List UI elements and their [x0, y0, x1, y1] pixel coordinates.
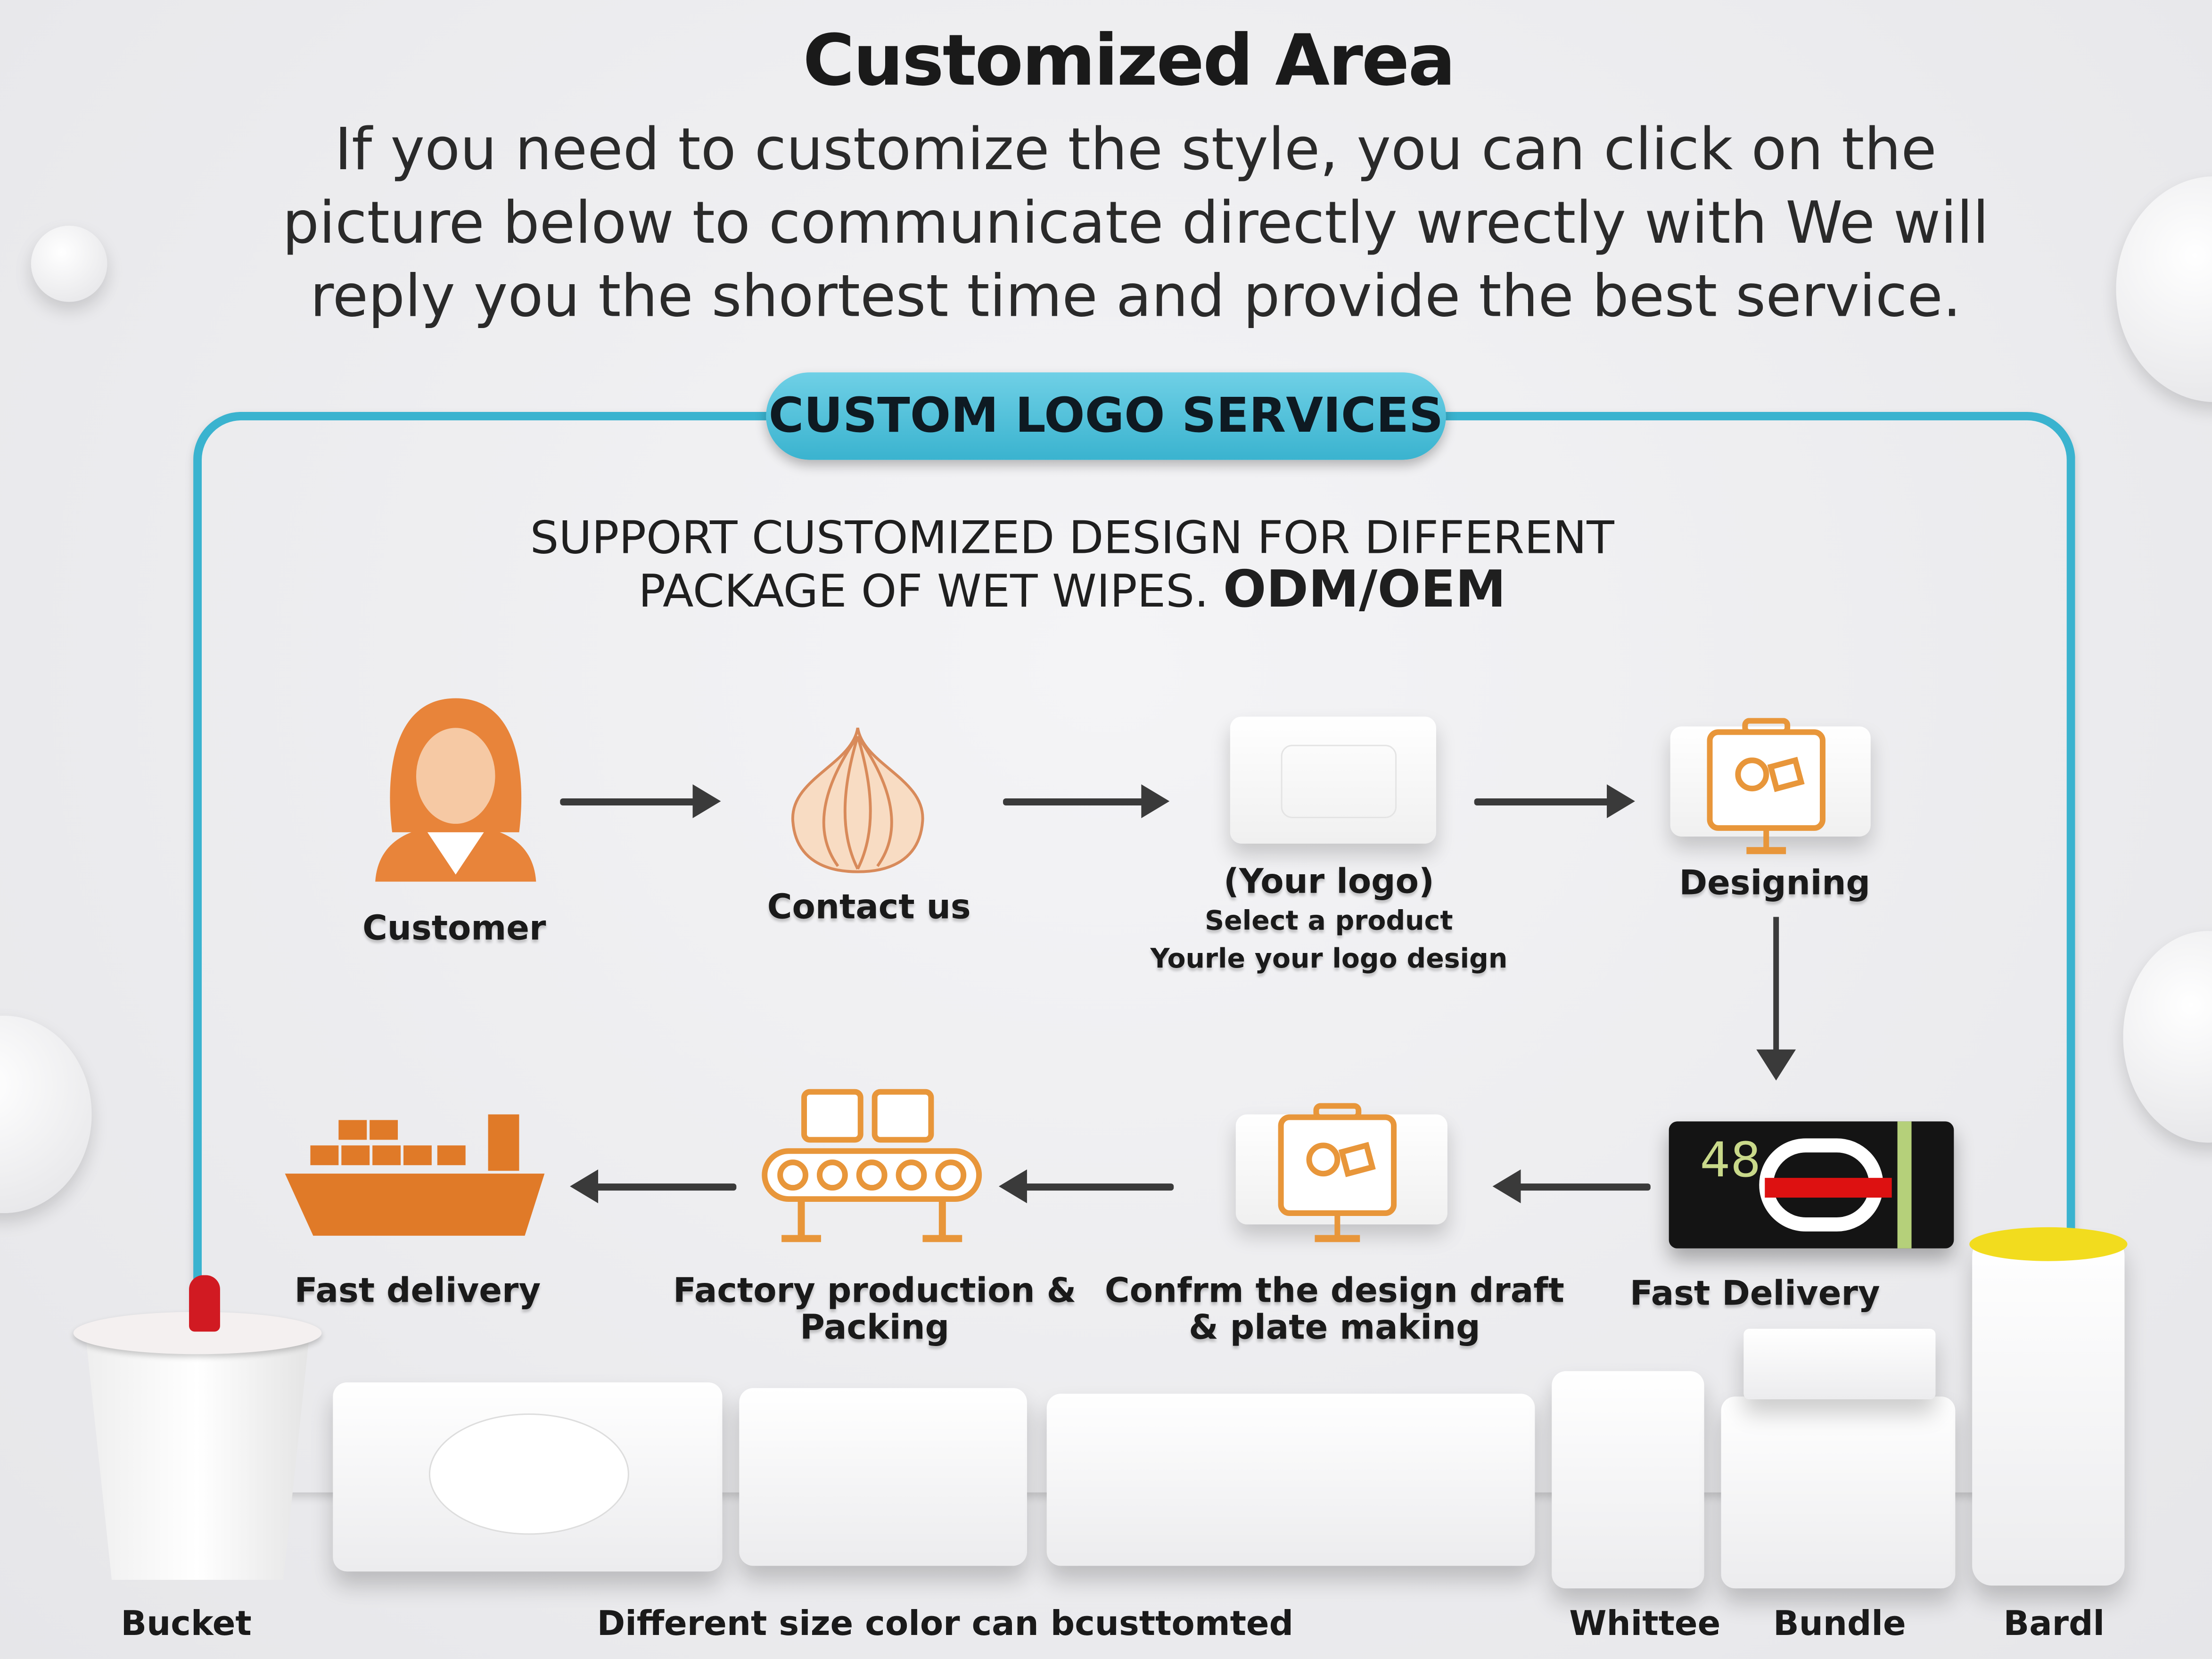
factory-conveyor-icon: [762, 1089, 982, 1242]
pack-logo-band: [1765, 1178, 1892, 1198]
bucket-wipe-tip: [189, 1275, 220, 1332]
pack-stripe: [1897, 1121, 1912, 1248]
decor-bubble: [31, 225, 107, 302]
page-subtitle[interactable]: If you need to customize the style, you …: [282, 115, 1989, 330]
odm-oem-label: ODM/OEM: [1223, 561, 1506, 619]
monitor-icon: [1278, 1103, 1397, 1242]
arrow-left-icon: [570, 1169, 737, 1204]
product-bardl-label: Bardl: [2003, 1604, 2105, 1643]
arrow-down-icon: [1756, 917, 1796, 1081]
confirm-line-2: & plate making: [1189, 1307, 1480, 1347]
cargo-ship-icon: [285, 1114, 545, 1236]
confirm-line-1: Confrm the design draft: [1104, 1271, 1564, 1311]
step-contact-label[interactable]: Contact us: [767, 887, 971, 927]
canister-product[interactable]: [1969, 1227, 2128, 1586]
page-title: Customized Area: [803, 19, 1455, 102]
onion-contact-icon: [791, 727, 924, 873]
black-wipes-pack-icon: 48: [1669, 1121, 1954, 1248]
large-wipes-pack[interactable]: [333, 1382, 723, 1572]
arrow-right-icon: [1474, 784, 1635, 818]
bundle-hanger: [1743, 1329, 1936, 1400]
medium-wipes-pack[interactable]: [739, 1388, 1027, 1566]
select-product-text: Select a product: [1205, 905, 1453, 937]
monitor-icon: [1707, 718, 1826, 854]
step-your-logo-label: (Your logo) Select a product Yourle your…: [1150, 863, 1507, 976]
arrow-right-icon: [1003, 784, 1170, 818]
custom-logo-services-badge: CUSTOM LOGO SERVICES: [766, 372, 1446, 460]
decor-bubble: [2123, 931, 2212, 1143]
bundle-box[interactable]: [1721, 1396, 1956, 1589]
product-whittee-label: Whittee: [1569, 1604, 1721, 1643]
single-wipe-sachet[interactable]: [1552, 1371, 1704, 1589]
product-bundle-label: Bundle: [1773, 1604, 1906, 1643]
wipes-pack-icon: [1230, 716, 1436, 844]
arrow-right-icon: [560, 784, 721, 818]
confirm-monitor-icon: [1235, 1103, 1447, 1242]
factory-line-2: Packing: [800, 1307, 950, 1347]
pack-count: 48: [1700, 1133, 1761, 1190]
designing-monitor-icon: [1670, 718, 1871, 854]
long-wipes-pack[interactable]: [1046, 1394, 1535, 1566]
pack-lid: [428, 1413, 629, 1535]
step-fast-delivery-label: Fast delivery: [294, 1271, 541, 1311]
factory-line-1: Factory production &: [673, 1271, 1077, 1311]
your-logo-title: (Your logo): [1224, 862, 1434, 902]
step-factory-label: Factory production & Packing: [673, 1273, 1076, 1346]
pack-lid: [1281, 745, 1397, 818]
product-sizes-label: Different size color can bcusttomted: [597, 1604, 1294, 1643]
logo-design-text: Yourle your logo design: [1150, 944, 1508, 975]
step-fast-delivery-pack-label: Fast Delivery: [1629, 1273, 1880, 1314]
arrow-left-icon: [999, 1169, 1174, 1204]
support-line-1: SUPPORT CUSTOMIZED DESIGN FOR DIFFERENT: [530, 510, 1614, 565]
step-designing-label: Designing: [1679, 863, 1870, 903]
bucket-product[interactable]: [84, 1326, 311, 1580]
customer-icon: [375, 698, 536, 882]
arrow-left-icon: [1492, 1169, 1651, 1204]
step-confirm-label: Confrm the design draft & plate making: [1105, 1273, 1564, 1346]
decor-bubble: [2116, 176, 2212, 402]
support-line-2: PACKAGE OF WET WIPES.: [638, 564, 1209, 618]
support-text: SUPPORT CUSTOMIZED DESIGN FOR DIFFERENT …: [423, 510, 1721, 617]
decor-bubble: [0, 1015, 92, 1213]
product-bucket-label: Bucket: [121, 1604, 252, 1643]
step-customer-label: Customer: [362, 908, 546, 948]
canister-yellow-lid: [1969, 1227, 2128, 1261]
